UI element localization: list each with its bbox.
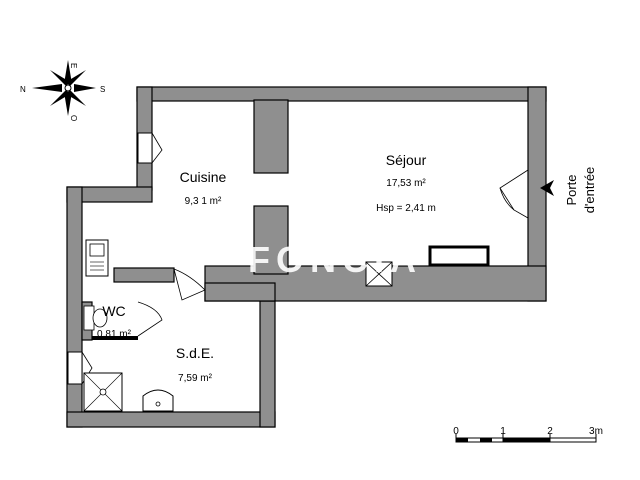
kitchen-door [173,268,206,301]
watermark: FONCIA [248,239,422,280]
compass-diag-1 [50,70,70,86]
cuisine-name: Cuisine [180,169,227,185]
scale-seg-3 [503,438,550,442]
compass-north-label: N [20,85,26,94]
toilet-bowl [92,308,108,328]
sde-name: S.d.E. [176,345,214,361]
compass-diag-3 [50,90,70,106]
scale-label-1: 1 [500,426,506,437]
compass-diag-2 [66,70,86,86]
wall-partition-lower [253,205,289,275]
scale-label-3: 3m [589,426,603,437]
walls [66,86,547,428]
wc-area: 0,81 m² [97,329,132,340]
washbasin-drain [155,401,161,407]
compass-arm-south [74,84,96,92]
compass-diag-4 [66,90,86,106]
scale-label-2: 2 [547,426,553,437]
entrance-door-arc [499,187,515,211]
wc-name: WC [102,303,125,319]
window-kitchen-swing [151,132,163,164]
wall-bottom [66,411,276,428]
windows [67,132,490,385]
scale-seg-2 [480,438,492,442]
toilet [83,305,108,331]
wall-sde-right [259,300,276,428]
wall-sde-top [204,282,276,302]
entrance-label-line2: d'entrée [582,167,597,214]
scale-seg-1 [456,438,468,442]
washbasin [142,389,174,412]
compass-east-label: E [69,63,78,68]
entrance-arrow-icon [540,180,554,196]
entrance-marker: Porte d'entrée [540,167,597,214]
wc-door [137,301,163,337]
compass-arm-north [32,84,62,92]
room-labels: Cuisine 9,3 1 m² Séjour 17,53 m² Hsp = 2… [97,152,436,384]
wall-top [136,86,547,102]
wall-partition-upper [253,99,289,174]
sejour-name: Séjour [386,152,427,168]
wall-far-left [66,186,83,428]
compass-center [64,84,72,92]
window-sde [67,351,83,385]
scale-bar: 0 1 2 3m [453,426,603,443]
scale-label-0: 0 [453,426,459,437]
compass-rose: N E S O [20,60,105,121]
sink-basin [89,243,105,257]
doors [137,169,529,337]
entrance-door [499,169,529,219]
sde-area: 7,59 m² [178,373,213,384]
compass-south-label: S [100,85,105,94]
cuisine-area: 9,3 1 m² [185,196,222,207]
duct-box [365,261,393,287]
shower-tray [83,372,123,412]
window-kitchen [137,132,153,164]
wall-kitchen-sde [113,267,175,283]
radiator [428,245,490,267]
compass-arm-east [64,60,72,84]
kitchen-sink [85,239,109,277]
wall-wc-bottom [84,336,138,340]
sejour-area: 17,53 m² [386,178,426,189]
washbasin-shape [142,389,174,412]
toilet-tank [83,305,95,331]
shower-drain [99,388,107,396]
compass-west-label: O [69,115,78,121]
compass-arm-west [64,92,72,116]
watermark-text: FONCIA [248,239,422,280]
sejour-hsp: Hsp = 2,41 m [376,203,436,214]
entrance-label-line1: Porte [564,174,579,205]
duct-cross-2 [365,261,393,287]
